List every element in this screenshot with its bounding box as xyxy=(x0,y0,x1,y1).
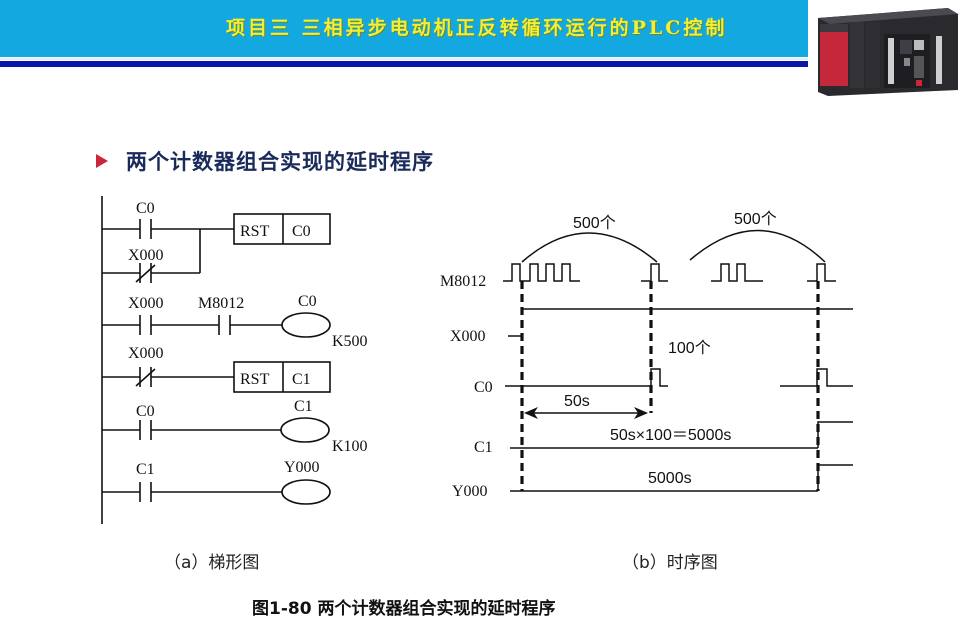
arrow-left-icon xyxy=(524,407,538,419)
signal-label-c1: C1 xyxy=(474,439,493,456)
label-c1-contact: C1 xyxy=(136,461,155,478)
c1-high xyxy=(817,421,853,448)
annotation-50s: 50s xyxy=(564,393,590,410)
nc-slash xyxy=(135,264,156,283)
ladder-rung-1 xyxy=(102,213,331,283)
header-band: 项目三 三相异步电动机正反转循环运行的PLC控制 xyxy=(0,0,808,57)
signal-label-x000: X000 xyxy=(450,328,486,345)
label-x000-nc: X000 xyxy=(128,345,164,362)
m8012-waveform-2 xyxy=(641,263,668,282)
arrow-right-icon xyxy=(634,407,648,419)
coil-c1 xyxy=(280,417,330,443)
header-divider-light xyxy=(0,58,808,60)
header-title: 项目三 三相异步电动机正反转循环运行的PLC控制 xyxy=(226,17,728,39)
coil-c0 xyxy=(281,312,331,338)
ladder-rung-4 xyxy=(102,417,330,443)
label-y000-coil: Y000 xyxy=(284,459,320,476)
arrow-bullet-icon xyxy=(96,154,108,168)
signal-label-m8012: M8012 xyxy=(440,273,486,290)
label-x000-contact: X000 xyxy=(128,295,164,312)
label-x000-branch: X000 xyxy=(128,247,164,264)
label-c0-contact-2: C0 xyxy=(136,403,155,420)
ladder-rung-3 xyxy=(102,361,331,393)
label-m8012-contact: M8012 xyxy=(198,295,244,312)
rst-c1-op: RST xyxy=(240,371,270,388)
label-c0-coil: C0 xyxy=(298,293,317,310)
annotation-500-count-2: 500个 xyxy=(734,210,777,228)
rst-c1-box xyxy=(233,361,331,393)
rst-c1-target: C1 xyxy=(292,371,311,388)
timing-caption: （b）时序图 xyxy=(622,553,718,573)
annotation-500-count-1: 500个 xyxy=(573,214,616,232)
plc-hardware-image xyxy=(818,8,958,96)
rst-c0-op: RST xyxy=(240,223,270,240)
c0-waveform-1 xyxy=(505,368,668,387)
label-k500: K500 xyxy=(332,333,368,350)
label-c1-coil: C1 xyxy=(294,398,313,415)
y000-high xyxy=(817,464,853,491)
signal-label-y000: Y000 xyxy=(452,483,488,500)
c0-waveform-2 xyxy=(780,368,853,387)
section-heading: 两个计数器组合实现的延时程序 xyxy=(126,149,434,174)
m8012-waveform-4 xyxy=(807,263,836,282)
header-divider xyxy=(0,61,808,67)
coil-y000 xyxy=(281,479,331,505)
figure-caption: 图1-80 两个计数器组合实现的延时程序 xyxy=(252,599,556,619)
m8012-waveform-3 xyxy=(711,263,763,282)
m8012-waveform-1 xyxy=(503,263,580,282)
count-arc-1 xyxy=(521,232,658,263)
rst-c0-box xyxy=(233,213,331,245)
annotation-formula: 50s×100＝5000s xyxy=(610,427,731,444)
ladder-rung-2 xyxy=(102,312,331,338)
ladder-rung-5 xyxy=(102,479,331,505)
plc-power-module xyxy=(820,24,848,86)
ladder-caption: （a）梯形图 xyxy=(164,553,260,573)
rst-c0-target: C0 xyxy=(292,223,311,240)
signal-label-c0: C0 xyxy=(474,379,493,396)
count-arc-2 xyxy=(689,229,826,263)
label-c0-contact: C0 xyxy=(136,200,155,217)
label-k100: K100 xyxy=(332,438,368,455)
annotation-100-count: 100个 xyxy=(668,339,711,357)
annotation-5000s: 5000s xyxy=(648,470,692,487)
section-heading-row: 两个计数器组合实现的延时程序 xyxy=(96,146,434,176)
